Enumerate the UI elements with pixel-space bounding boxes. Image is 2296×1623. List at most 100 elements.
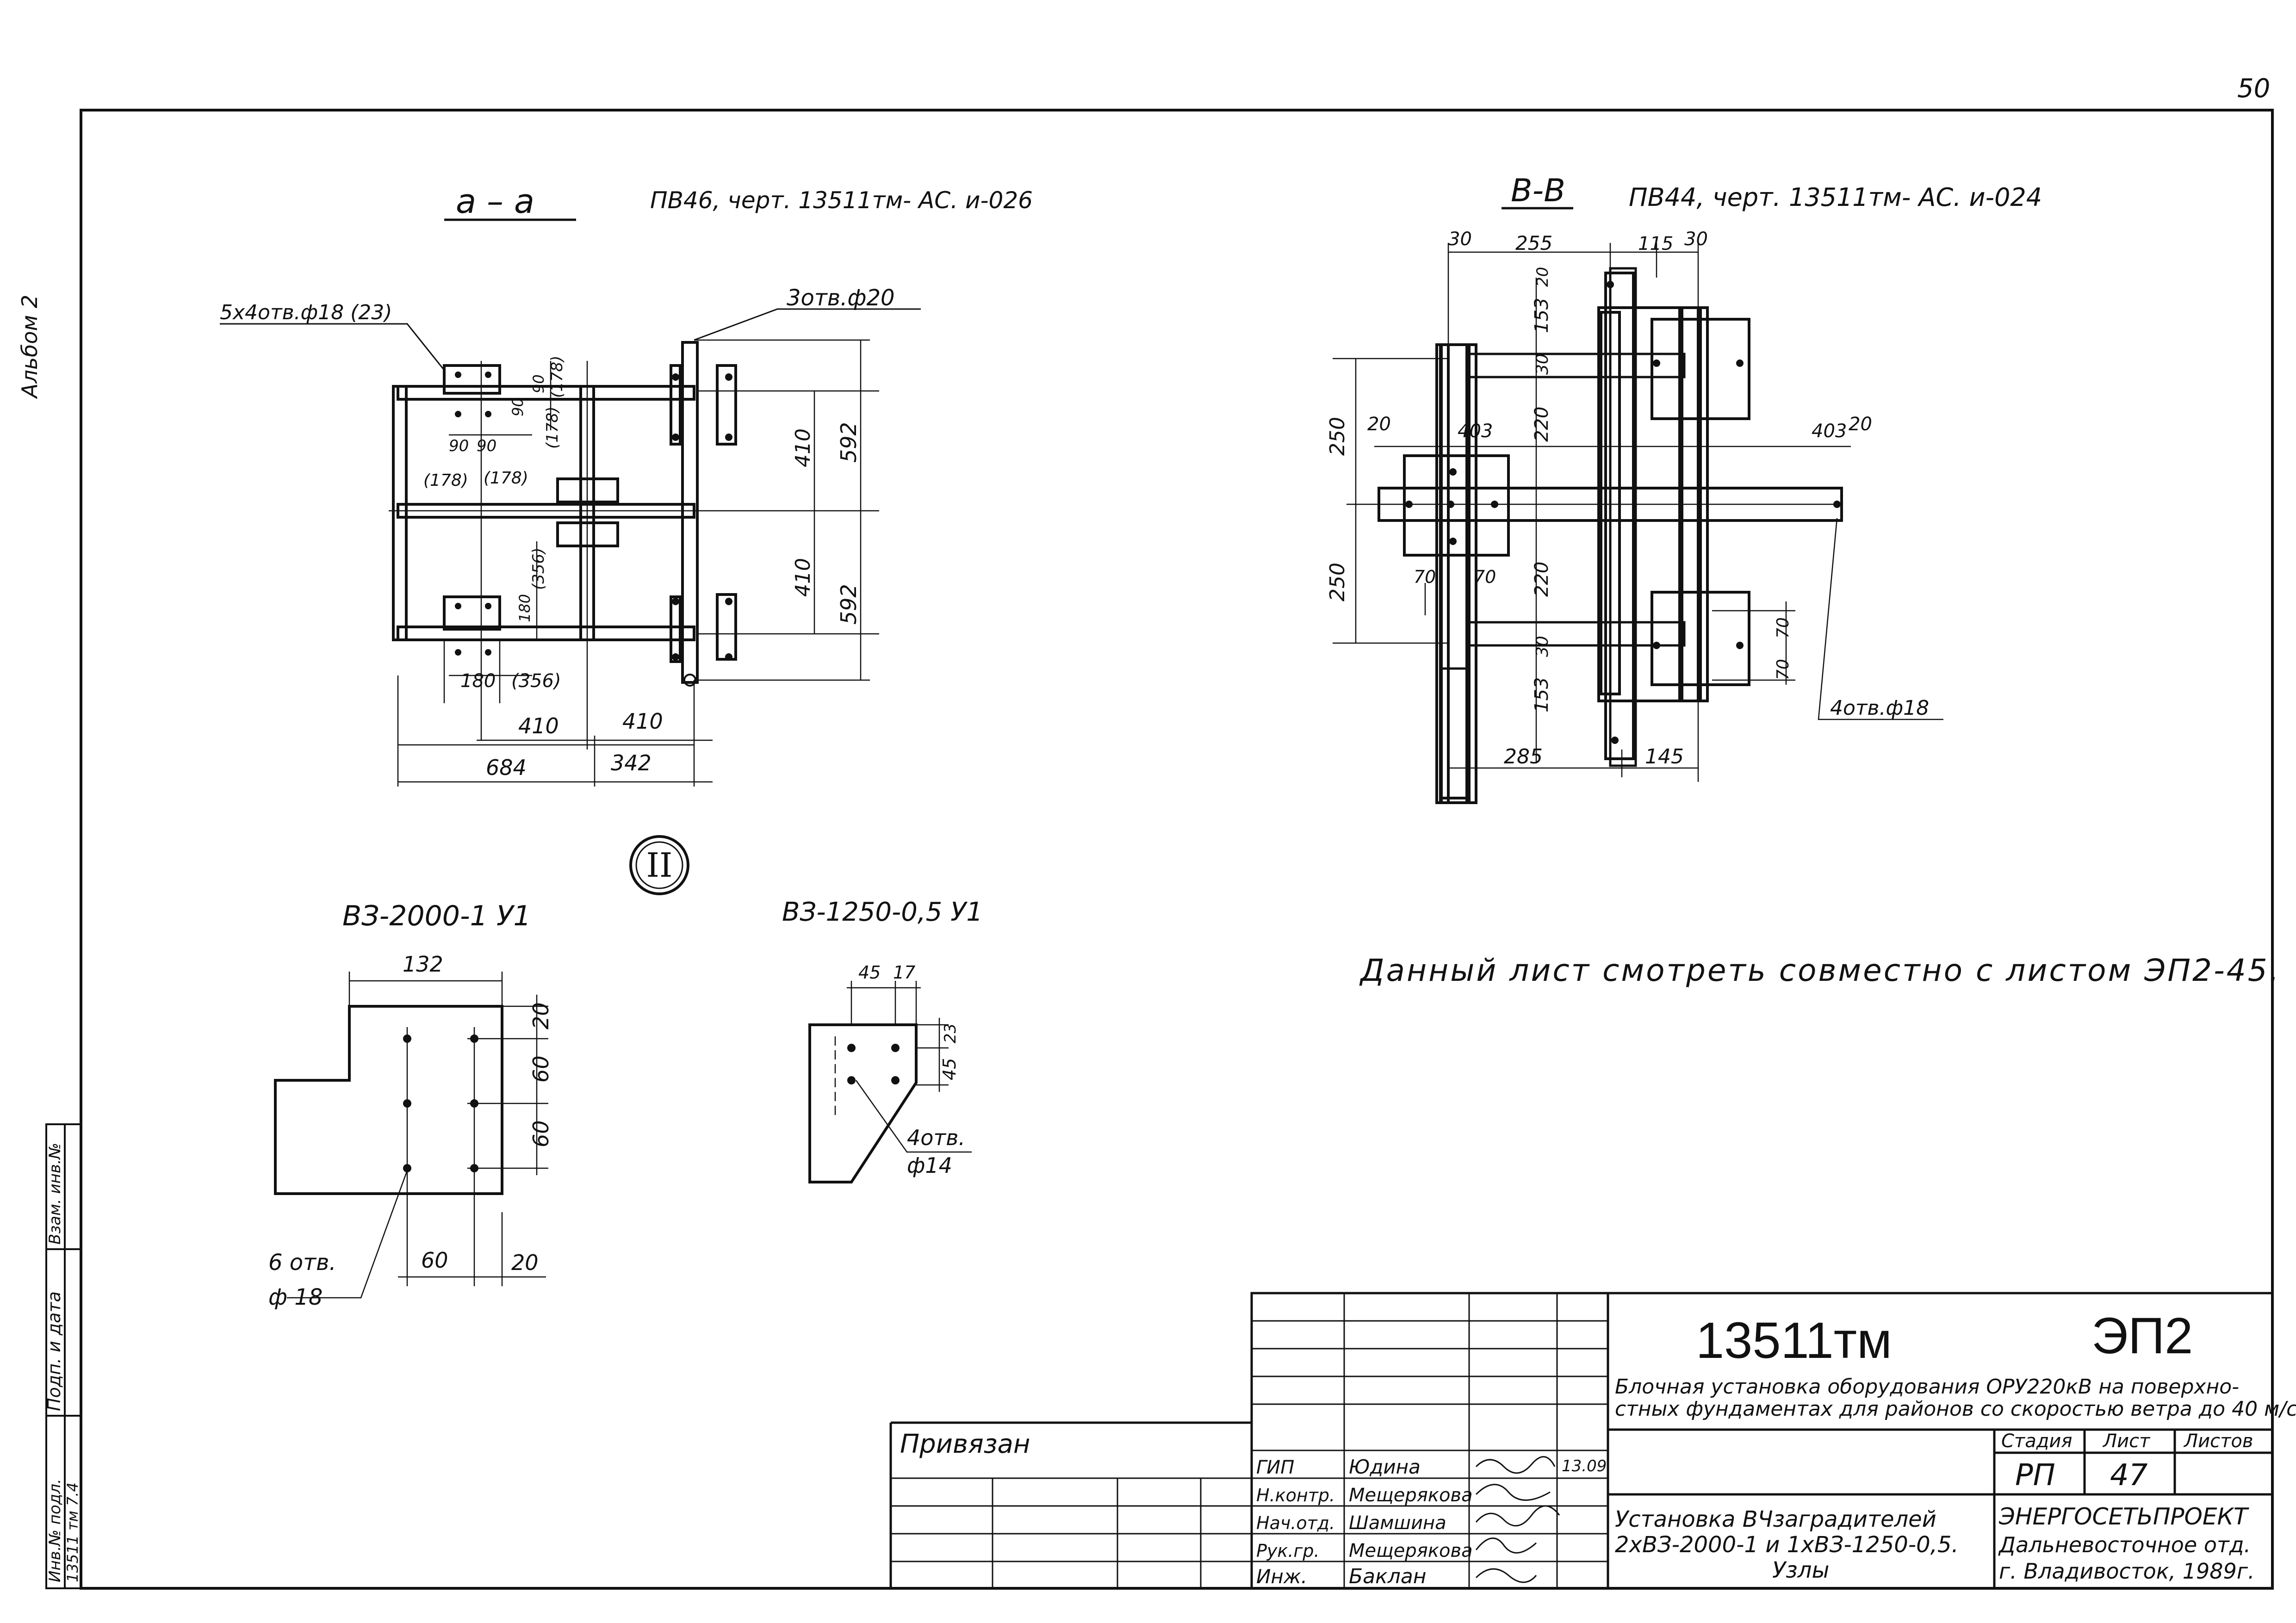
tb-role-1: ГИП [1256,1457,1294,1478]
dim-b-145: 145 [1645,745,1684,768]
dim-b-220-2: 220 [1531,562,1552,597]
dim-a-356-1: (356) [511,670,561,692]
dim-d2-45-2: 45 [939,1058,960,1080]
dim-a-410-1: 410 [791,428,815,467]
drawing-frame [80,109,2274,1590]
detail-2-holes-note: 4отв. [907,1125,965,1150]
dim-a-90-3: 90 [509,397,527,416]
dim-d1-20-2: 20 [511,1250,539,1275]
dim-a-178-4: (178) [548,356,566,398]
dim-b-250-2: 250 [1326,563,1349,601]
dim-b-115: 115 [1638,233,1673,254]
tb-name-4: Мещерякова [1349,1540,1473,1561]
section-a-holes-note2: 3отв.ф20 [787,285,895,311]
tb-drawing-title-l1: Установка ВЧзаградителей [1615,1506,1936,1532]
album-label: Альбом 2 [17,295,42,399]
tb-name-5: Баклан [1349,1565,1427,1588]
dim-b-70-1: 70 [1414,567,1436,587]
side-stamp-inv: Инв.№ подл. [46,1479,64,1582]
dim-b-20-1: 20 [1533,267,1552,287]
dim-d1-20-1: 20 [528,1002,553,1029]
dim-a-356-2: (356) [529,548,548,590]
dim-b-220-1: 220 [1531,407,1552,442]
tb-org-l1: ЭНЕРГОСЕТЬПРОЕКТ [1998,1503,2249,1530]
detail-vz-1250: ВЗ-1250-0,5 У1 45 17 23 45 4отв. ф14 [782,897,983,1183]
dim-d2-17: 17 [893,962,915,983]
tb-role-3: Нач.отд. [1256,1513,1335,1533]
dim-d1-60-2: 60 [528,1120,553,1147]
side-stamp-inv-value: 13511 тм 7.4 [64,1482,81,1582]
dim-a-180: 180 [460,670,496,692]
tb-role-2: Н.контр. [1256,1485,1335,1505]
tb-privyazan: Привязан [900,1429,1030,1459]
dim-b-30-1: 30 [1448,229,1472,250]
dim-b-70-3: 70 [1774,617,1793,638]
dim-a-410-2: 410 [791,558,815,597]
dim-a-178-3: (178) [543,407,562,449]
tb-name-3: Шамшина [1349,1512,1446,1534]
tb-sheets-label: Листов [2183,1431,2253,1452]
detail-vz-2000: ВЗ-2000-1 У1 132 20 60 60 60 20 6 о [268,900,553,1310]
dim-b-20-2: 20 [1367,414,1391,435]
dim-a-592-1: 592 [836,422,861,463]
tb-role-4: Рук.гр. [1256,1541,1320,1561]
dim-b-30-3: 30 [1533,353,1552,375]
tb-project-title-l2: стных фундаментах для районов со скорост… [1615,1397,2296,1421]
dim-a-684: 684 [486,755,527,780]
dim-a-342: 342 [611,750,652,775]
tb-org-l3: г. Владивосток, 1989г. [1999,1559,2255,1584]
detail-1-title: ВЗ-2000-1 У1 [342,900,531,932]
tb-stage-label: Стадия [2001,1431,2072,1452]
node-marker-label: II [646,846,673,885]
tb-stage: РП [2015,1458,2055,1493]
tb-doc-code: 13511тм [1696,1312,1892,1369]
section-b-b: В-В ПВ44, черт. 13511тм- АС. и-024 [1326,173,2042,804]
tb-drawing-title-l2: 2хВЗ-2000-1 и 1хВЗ-1250-0,5. [1615,1532,1959,1558]
tb-name-1: Юдина [1349,1456,1421,1478]
section-a-holes-note: 5х4отв.ф18 (23) [220,301,392,324]
dim-a-178-2: (178) [484,469,528,488]
tb-org-l2: Дальневосточное отд. [1998,1532,2251,1557]
node-marker: II [629,835,689,895]
section-a-ref: ПВ46, черт. 13511тм- АС. и-026 [650,187,1033,214]
dim-a-592-2: 592 [836,584,861,625]
title-block: Привязан 13511тм ЭП2 Блочная установка о… [889,1292,2296,1590]
dim-d1-60-3: 60 [421,1248,448,1273]
tb-name-2: Мещерякова [1349,1485,1473,1506]
section-b-ref: ПВ44, черт. 13511тм- АС. и-024 [1629,183,2042,212]
side-stamp: Взам. инв.№ Подп. и дата Инв.№ подл. 135… [44,1123,82,1589]
dim-b-255: 255 [1515,232,1552,254]
dim-a-180-v: 180 [516,594,534,622]
dim-b-285: 285 [1504,745,1543,768]
section-b-title: В-В [1511,173,1565,209]
dim-b-30-2: 30 [1684,229,1708,250]
section-a-title: а – а [456,182,534,221]
detail-2-title: ВЗ-1250-0,5 У1 [782,897,983,927]
dim-a-90-1: 90 [449,437,469,455]
tb-role-5: Инж. [1256,1565,1307,1588]
dim-a-178-1: (178) [423,471,468,490]
dim-d1-132: 132 [403,952,443,977]
dim-b-70-2: 70 [1474,567,1496,587]
tb-drawing-title-l3: Узлы [1772,1557,1829,1583]
dim-d1-60-1: 60 [528,1055,553,1083]
dim-a-410-h2: 410 [622,709,663,734]
dim-a-90-2: 90 [477,437,496,455]
tb-sheet: 47 [2110,1458,2148,1493]
dim-b-20-3: 20 [1849,414,1872,435]
tb-project-title-l1: Блочная установка оборудования ОРУ220кВ … [1615,1375,2239,1399]
tb-date: 13.09 [1562,1457,1607,1475]
tb-sheet-code: ЭП2 [2091,1307,2193,1364]
dim-b-30-4: 30 [1533,636,1552,657]
dim-a-90-4: 90 [530,374,547,393]
side-stamp-vzam: Взам. инв.№ [46,1143,64,1245]
section-a-a: а – а ПВ46, черт. 13511тм- АС. и-026 5х4… [220,182,1033,787]
section-b-holes-note: 4отв.ф18 [1830,696,1929,720]
dim-b-403-2: 403 [1812,421,1847,442]
detail-1-holes-dia: ф 18 [268,1284,323,1310]
tb-sheet-label: Лист [2102,1431,2151,1452]
dim-b-403-1: 403 [1458,421,1493,442]
side-stamp-podp: Подп. и дата [44,1291,64,1411]
dim-d2-23: 23 [941,1023,960,1043]
detail-2-holes-dia: ф14 [907,1153,952,1178]
